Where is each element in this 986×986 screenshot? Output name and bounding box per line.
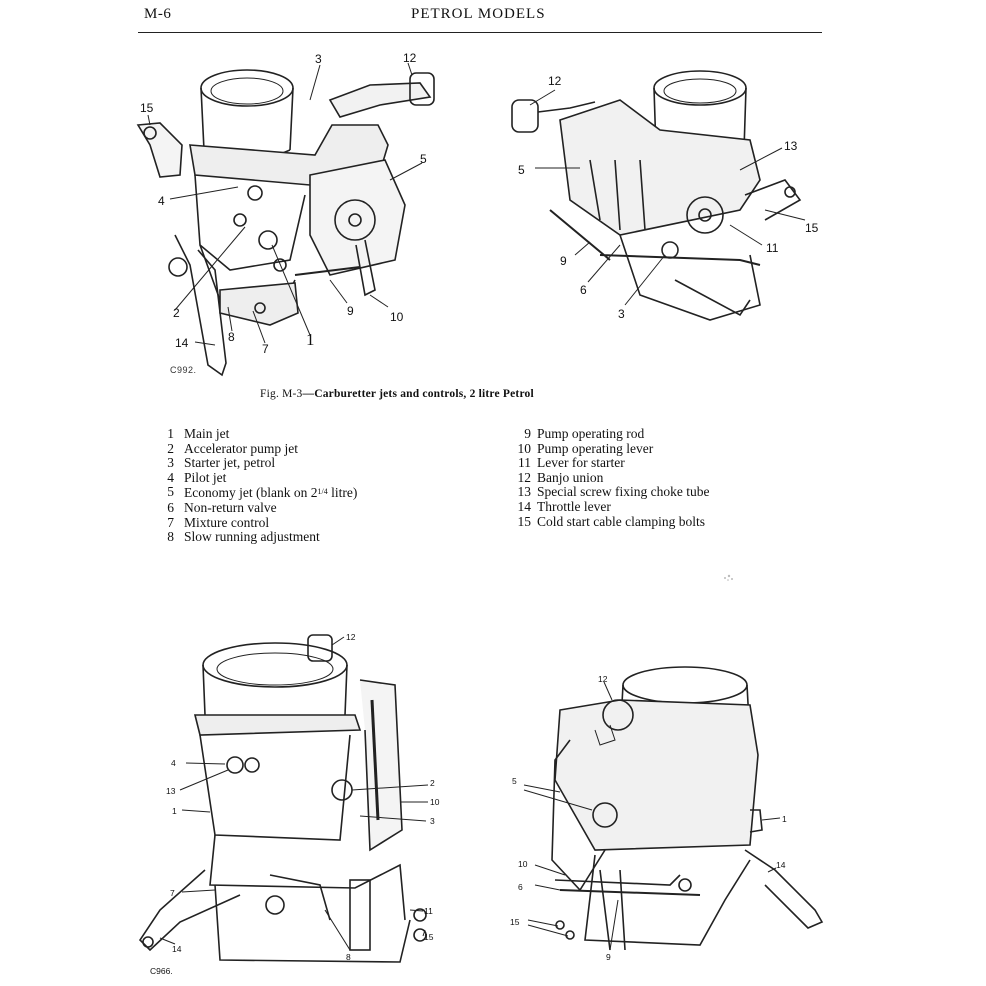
callout-7-side: 7 xyxy=(170,888,175,898)
carburettor-illustration-front: 15 3 12 4 5 2 14 8 7 1 9 10 C992. xyxy=(120,45,460,385)
callout-8: 8 xyxy=(228,330,235,344)
page-number: M-6 xyxy=(144,6,172,22)
callout-12: 12 xyxy=(403,51,417,65)
callout-15: 15 xyxy=(140,101,154,115)
callout-5-side-right: 5 xyxy=(512,776,517,786)
callout-15-side: 15 xyxy=(424,932,434,942)
callout-11-side: 11 xyxy=(424,906,433,916)
callout-5: 5 xyxy=(420,152,427,166)
callout-14-side: 14 xyxy=(172,944,182,954)
callout-10-side: 10 xyxy=(430,797,440,807)
callout-3: 3 xyxy=(315,52,322,66)
header-rule xyxy=(138,32,822,33)
callout-10: 10 xyxy=(390,310,404,324)
carburettor-drawing-side-right: 12 5 1 14 10 6 15 9 xyxy=(510,666,824,962)
callout-15-side-right: 15 xyxy=(510,917,520,927)
callout-1: 1 xyxy=(306,330,315,349)
callout-12-side-right: 12 xyxy=(598,674,608,684)
callout-13-side: 13 xyxy=(166,786,176,796)
callout-8-side: 8 xyxy=(346,952,351,962)
carburettor-illustration-rear: 12 5 13 15 11 9 6 3 xyxy=(500,60,830,340)
figure-code-side: C966. xyxy=(150,966,173,976)
carburettor-drawing-side-left: 12 4 13 1 2 10 3 7 14 8 11 15 C966. xyxy=(138,632,440,976)
figure-number: Fig. M-3 xyxy=(260,388,303,400)
figure-caption-text: —Carburetter jets and controls, 2 litre … xyxy=(302,388,534,400)
callout-1-side-right: 1 xyxy=(782,814,787,824)
page-title: PETROL MODELS xyxy=(411,6,546,22)
callout-9: 9 xyxy=(347,304,354,318)
carburettor-illustration-side-left: 12 4 13 1 2 10 3 7 14 8 11 15 C966. xyxy=(120,620,450,980)
callout-9-rear: 9 xyxy=(560,254,567,268)
figure-caption: Fig. M-3—Carburetter jets and controls, … xyxy=(260,388,780,400)
callout-4-side: 4 xyxy=(171,758,176,768)
callout-7: 7 xyxy=(262,342,269,356)
page-header: M-6 PETROL MODELS xyxy=(138,4,822,30)
callout-1-side: 1 xyxy=(172,806,177,816)
carburettor-illustration-side-right: 12 5 1 14 10 6 15 9 xyxy=(500,660,830,970)
callout-14-side-right: 14 xyxy=(776,860,786,870)
callout-13-rear: 13 xyxy=(784,139,798,153)
callout-2: 2 xyxy=(173,306,180,320)
callout-3-rear: 3 xyxy=(618,307,625,321)
callout-4: 4 xyxy=(158,194,165,208)
callout-3-side: 3 xyxy=(430,816,435,826)
callout-14: 14 xyxy=(175,336,189,350)
callout-6-side-right: 6 xyxy=(518,882,523,892)
callout-12-side: 12 xyxy=(346,632,356,642)
print-smudge xyxy=(724,574,733,581)
callout-11-rear: 11 xyxy=(766,241,779,255)
callout-6-rear: 6 xyxy=(580,283,587,297)
carburettor-drawing-rear: 12 5 13 15 11 9 6 3 xyxy=(511,70,819,321)
figure-code: C992. xyxy=(170,365,197,375)
callout-9-side-right: 9 xyxy=(606,952,611,962)
callout-2-side: 2 xyxy=(430,778,435,788)
callout-5-rear: 5 xyxy=(518,163,525,177)
callout-10-side-right: 10 xyxy=(518,859,528,869)
callout-15-rear: 15 xyxy=(805,221,819,235)
callout-12-rear: 12 xyxy=(548,74,562,88)
carburettor-drawing-front: 15 3 12 4 5 2 14 8 7 1 9 10 C992. xyxy=(136,51,435,377)
